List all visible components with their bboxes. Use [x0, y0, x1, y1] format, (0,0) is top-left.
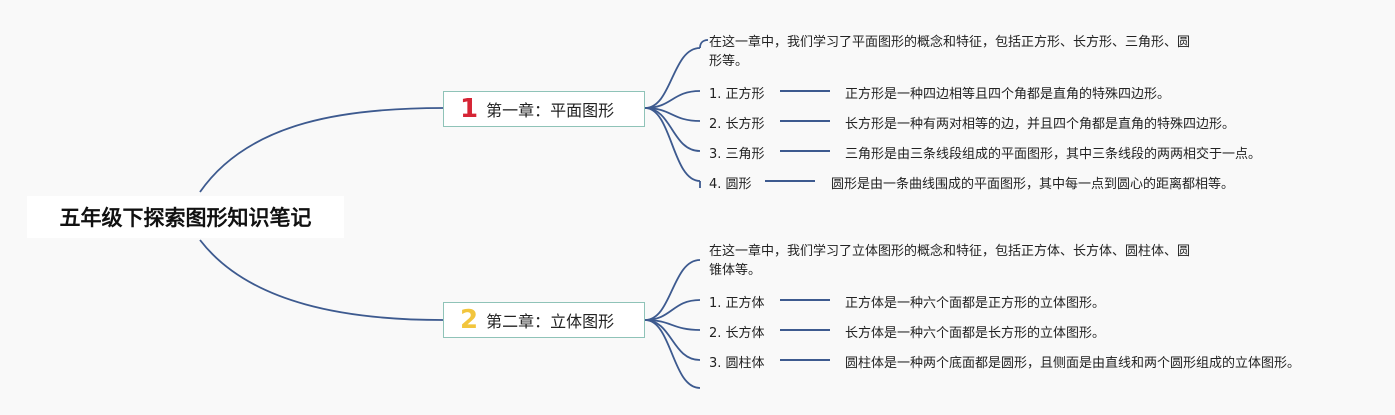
ch2-item-1-connector	[780, 299, 830, 301]
ch1-item-1-label[interactable]: 1. 正方形	[709, 87, 765, 102]
ch1-branch-top	[699, 39, 709, 49]
chapter-2-topic[interactable]: 2 第二章：立体图形	[443, 302, 645, 338]
root-to-chapter1-line	[199, 107, 444, 193]
chapter-2-description[interactable]: 在这一章中，我们学习了立体图形的概念和特征，包括正方体、长方体、圆柱体、圆锥体等…	[709, 244, 1191, 278]
ch2-item-1-label[interactable]: 1. 正方体	[709, 296, 765, 311]
ch1-item-4-label[interactable]: 4. 圆形	[709, 177, 752, 192]
ch1-item-3-text[interactable]: 三角形是由三条线段组成的平面图形，其中三条线段的两两相交于一点。	[845, 147, 1262, 162]
ch1-item-1-text[interactable]: 正方形是一种四边相等且四个角都是直角的特殊四边形。	[845, 87, 1171, 102]
ch2-branch-desc	[644, 259, 701, 321]
ch1-item-2-connector	[780, 120, 830, 122]
chapter-2-title: 第二章：立体图形	[486, 312, 615, 331]
chapter-1-title: 第一章：平面图形	[486, 101, 615, 120]
ch1-item-4-connector	[765, 180, 815, 182]
ch1-item-3-label[interactable]: 3. 三角形	[709, 147, 765, 162]
ch2-item-1-text[interactable]: 正方体是一种六个面都是正方形的立体图形。	[845, 296, 1106, 311]
chapter-1-topic[interactable]: 1 第一章：平面图形	[443, 91, 645, 127]
ch1-branch-item4	[644, 107, 701, 182]
ch2-item-2-text[interactable]: 长方体是一种六个面都是长方形的立体图形。	[845, 326, 1106, 341]
ch2-item-3-label[interactable]: 3. 圆柱体	[709, 356, 765, 371]
ch2-item-2-label[interactable]: 2. 长方体	[709, 326, 765, 341]
root-title: 五年级下探索图形知识笔记	[59, 206, 312, 230]
root-to-chapter2-line	[199, 239, 444, 321]
ch1-item-3-connector	[780, 150, 830, 152]
ch1-item-1-connector	[780, 90, 830, 92]
ch2-item-2-connector	[780, 329, 830, 331]
ch2-item-3-connector	[780, 359, 830, 361]
ch1-item-4-text[interactable]: 圆形是由一条曲线围成的平面图形，其中每一点到圆心的距离都相等。	[831, 177, 1235, 192]
chapter-2-number: 2	[460, 305, 479, 335]
ch1-branch-desc	[644, 47, 701, 109]
ch1-item-2-text[interactable]: 长方形是一种有两对相等的边，并且四个角都是直角的特殊四边形。	[845, 117, 1236, 132]
ch2-item-3-text[interactable]: 圆柱体是一种两个底面都是圆形，且侧面是由直线和两个圆形组成的立体图形。	[845, 356, 1301, 371]
root-topic[interactable]: 五年级下探索图形知识笔记	[27, 196, 344, 238]
ch1-item-2-label[interactable]: 2. 长方形	[709, 117, 765, 132]
chapter-1-number: 1	[460, 94, 479, 124]
ch2-branch-bottom	[644, 319, 701, 389]
chapter-1-description[interactable]: 在这一章中，我们学习了平面图形的概念和特征，包括正方形、长方形、三角形、圆形等。	[709, 35, 1191, 69]
